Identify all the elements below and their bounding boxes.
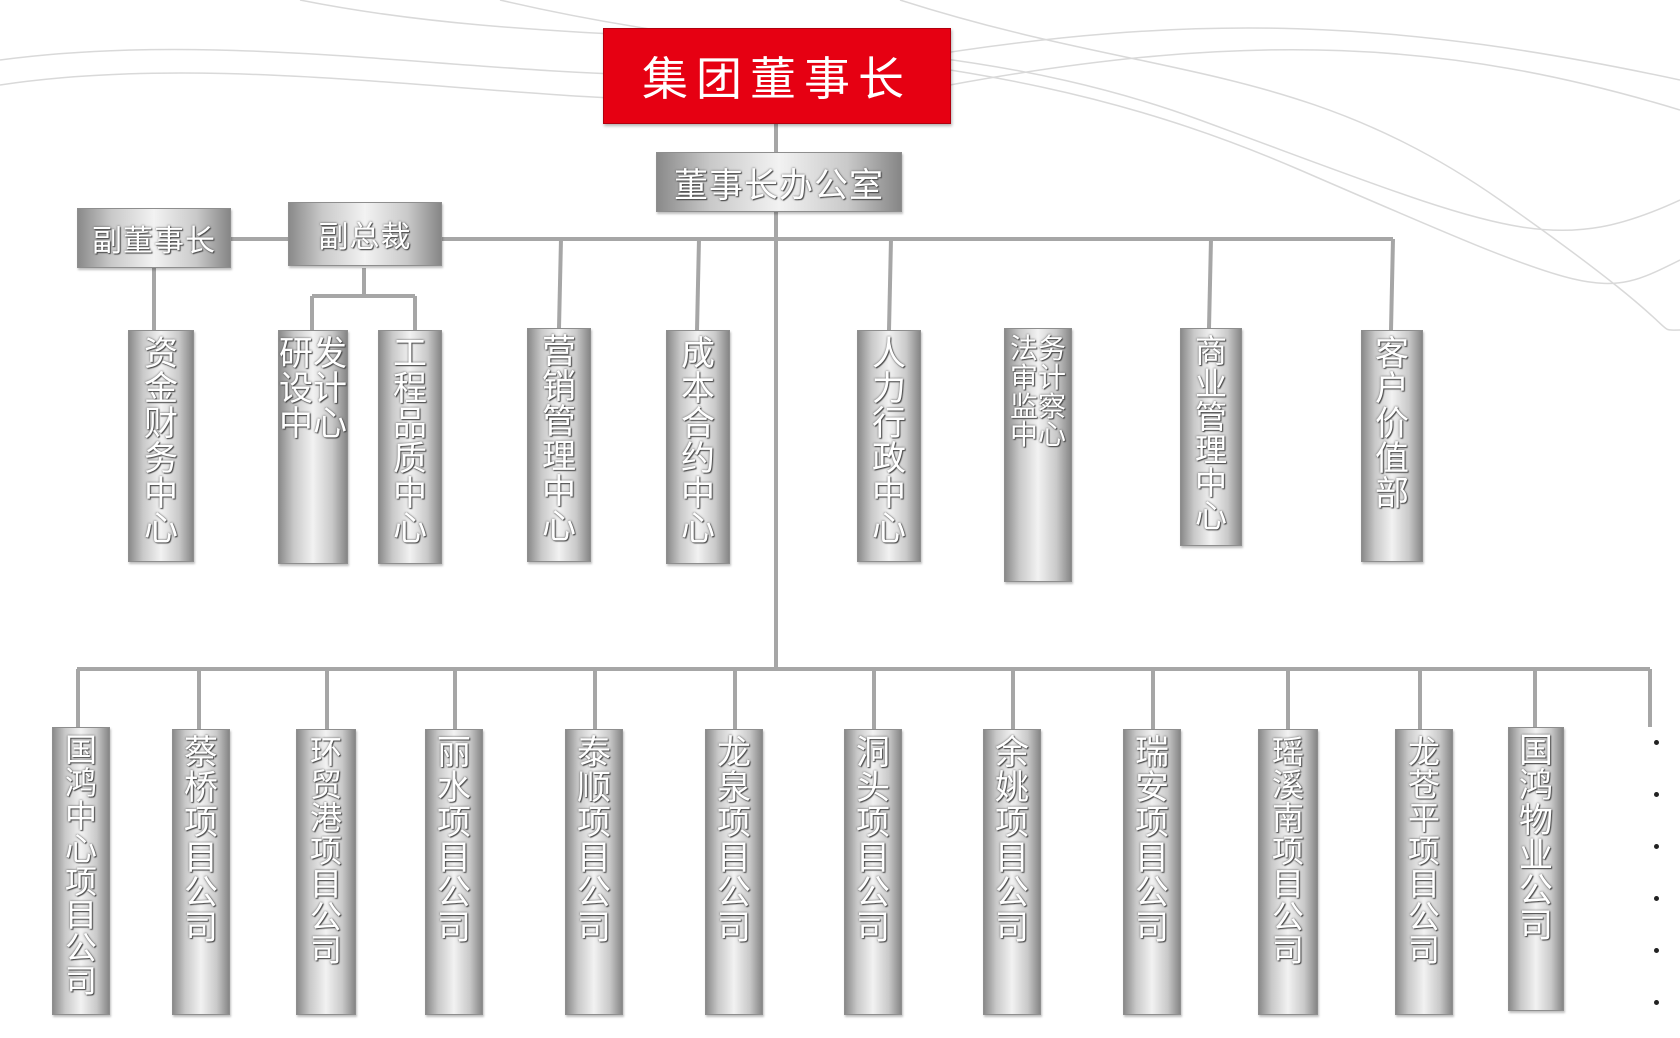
more-dot (1654, 844, 1659, 849)
project-company-box: 洞头项目公司 (844, 729, 902, 1015)
dept-engineering: 工程品质中心 (378, 330, 442, 564)
vice-president-label: 副总裁 (318, 220, 412, 255)
project-company-label: 国鸿物业公司 (1519, 731, 1553, 947)
chairman-box: 集团董事长 (603, 28, 951, 124)
vice-president-box: 副总裁 (288, 202, 442, 266)
project-company-label: 余姚项目公司 (995, 733, 1029, 949)
project-company-box: 国鸿中心项目公司 (52, 727, 110, 1015)
more-indicator (1650, 730, 1664, 1010)
project-company-label: 瑞安项目公司 (1135, 733, 1169, 949)
dept-legal: 法务审计监察中心 (1004, 328, 1072, 582)
project-company-label: 环贸港项目公司 (309, 733, 342, 969)
project-company-label: 蔡桥项目公司 (184, 733, 218, 949)
chairman-label: 集团董事长 (642, 52, 912, 106)
more-dot (1654, 740, 1659, 745)
project-company-label: 丽水项目公司 (437, 733, 471, 949)
dept-marketing-label: 营销管理中心 (542, 332, 576, 548)
project-company-box: 龙苍平项目公司 (1395, 729, 1453, 1015)
dept-cost: 成本合约中心 (666, 330, 730, 564)
dept-hr-label: 人力行政中心 (872, 334, 906, 550)
dept-finance: 资金财务中心 (128, 330, 194, 562)
project-company-box: 瑶溪南项目公司 (1258, 729, 1318, 1015)
more-dot (1654, 896, 1659, 901)
chairman-office-label: 董事长办公室 (674, 165, 884, 206)
dept-customer-label: 客户价值部 (1375, 334, 1409, 515)
dept-commercial-label: 商业管理中心 (1194, 332, 1227, 535)
project-company-label: 泰顺项目公司 (577, 733, 611, 949)
dept-legal-label: 法务审计监察中心 (1009, 332, 1066, 452)
vice-chairman-label: 副董事长 (92, 224, 216, 259)
project-company-box: 环贸港项目公司 (296, 729, 356, 1015)
dept-rd-label: 研发设计中心 (279, 334, 347, 445)
project-company-box: 丽水项目公司 (425, 729, 483, 1015)
dept-marketing: 营销管理中心 (527, 328, 591, 562)
dept-rd: 研发设计中心 (278, 330, 348, 564)
project-company-label: 洞头项目公司 (856, 733, 890, 949)
project-company-box: 泰顺项目公司 (565, 729, 623, 1015)
project-company-box: 瑞安项目公司 (1123, 729, 1181, 1015)
dept-hr: 人力行政中心 (857, 330, 921, 562)
dept-commercial: 商业管理中心 (1180, 328, 1242, 546)
project-company-label: 龙苍平项目公司 (1407, 733, 1440, 969)
project-company-box: 国鸿物业公司 (1508, 727, 1564, 1011)
more-dot (1654, 1000, 1659, 1005)
project-company-label: 龙泉项目公司 (717, 733, 751, 949)
dept-engineering-label: 工程品质中心 (393, 334, 427, 550)
chairman-office-box: 董事长办公室 (656, 152, 902, 212)
more-dot (1654, 948, 1659, 953)
project-company-box: 余姚项目公司 (983, 729, 1041, 1015)
more-dot (1654, 792, 1659, 797)
dept-cost-label: 成本合约中心 (681, 334, 715, 550)
project-company-label: 国鸿中心项目公司 (64, 731, 97, 1000)
dept-finance-label: 资金财务中心 (144, 334, 178, 550)
dept-customer: 客户价值部 (1361, 330, 1423, 562)
vice-chairman-box: 副董事长 (77, 208, 231, 268)
project-company-box: 龙泉项目公司 (705, 729, 763, 1015)
project-company-box: 蔡桥项目公司 (172, 729, 230, 1015)
project-company-label: 瑶溪南项目公司 (1271, 733, 1304, 969)
